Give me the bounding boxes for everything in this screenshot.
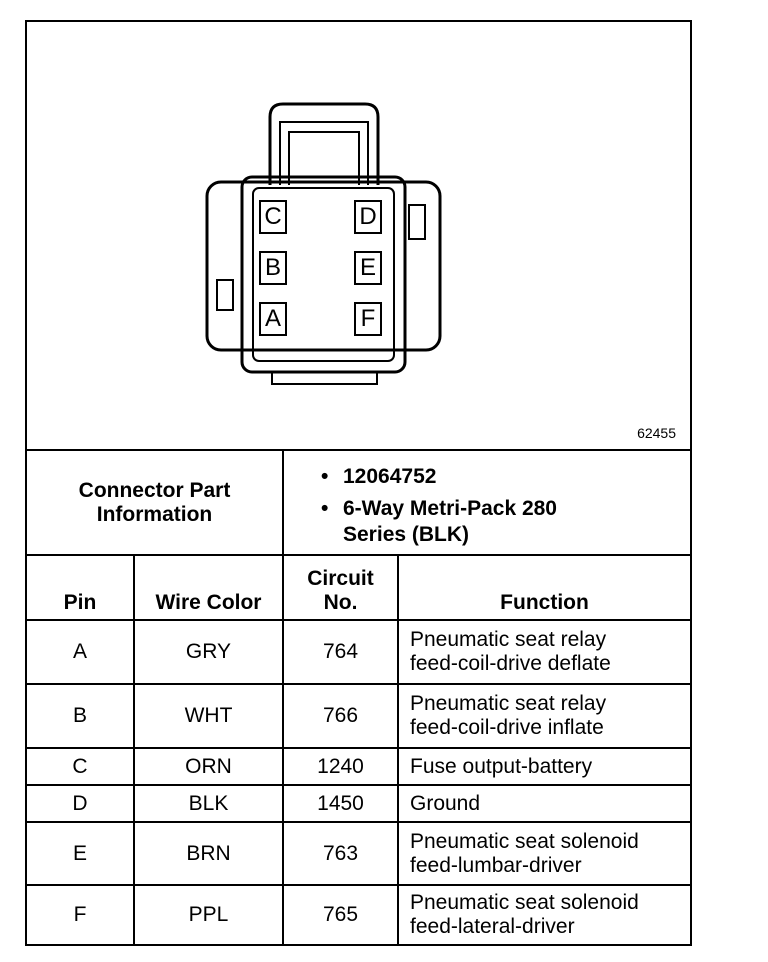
connector-drawing: [205, 102, 442, 385]
row-e-pin: E: [72, 841, 87, 865]
pin-e-label: E: [359, 254, 376, 281]
row-e-function-line-2: feed-lumbar-driver: [410, 853, 582, 877]
rule-figure: [27, 449, 690, 451]
col-rule-color: [133, 554, 135, 944]
latch-outer: [268, 102, 380, 185]
bullet-icon: •: [321, 465, 329, 488]
pin-d-cavity: D: [354, 200, 382, 234]
row-b-pin: B: [72, 704, 87, 727]
row-c-color: ORN: [185, 754, 232, 778]
rule-row-b: [27, 747, 690, 749]
row-e-function-line-1: Pneumatic seat solenoid: [410, 829, 639, 853]
pin-c-cavity: C: [259, 200, 287, 234]
row-e-circuit: 763: [322, 841, 359, 865]
header-circuit-text: Circuit No.: [307, 567, 374, 614]
row-a-function-line-1: Pneumatic seat relay: [410, 628, 607, 651]
row-f-pin: F: [73, 903, 87, 926]
rule-row-d: [27, 821, 690, 823]
pin-f-cavity: F: [354, 302, 382, 336]
row-d-circuit: 1450: [317, 791, 364, 815]
row-c-circuit: 1240: [317, 754, 364, 778]
connector-info-label: Connector Part Information: [27, 451, 282, 554]
col-rule-function: [397, 554, 399, 944]
row-d-function-line-1: Ground: [410, 791, 481, 815]
pin-b-label: B: [264, 254, 281, 281]
row-c-function-line-1: Fuse output-battery: [410, 754, 593, 778]
header-function: Function: [500, 591, 589, 614]
row-a-circuit: 764: [322, 640, 359, 663]
rule-info: [27, 554, 690, 556]
connector-series: 6-Way Metri-Pack 280 Series (BLK): [343, 497, 557, 546]
col-rule-circuit: [282, 449, 284, 944]
info-item-part-number: • 12064752: [321, 464, 690, 490]
row-e-color: BRN: [186, 841, 231, 865]
rule-row-c: [27, 784, 690, 786]
right-tab: [408, 204, 426, 240]
row-a-function-line-2: feed-coil-drive deflate: [410, 652, 611, 675]
row-b-function-line-1: Pneumatic seat relay: [410, 692, 607, 715]
connector-housing: [240, 175, 407, 374]
rule-row-a: [27, 683, 690, 685]
pin-a-label: A: [264, 305, 281, 332]
row-d-pin: D: [72, 791, 88, 815]
header-circuit: Circuit No.: [284, 556, 397, 619]
rule-row-e: [27, 884, 690, 886]
figure-number: 62455: [637, 425, 676, 441]
part-number: 12064752: [343, 465, 437, 488]
row-d-color: BLK: [188, 791, 229, 815]
pin-d-label: D: [359, 203, 377, 230]
rule-header: [27, 619, 690, 621]
pin-c-label: C: [264, 203, 282, 230]
row-f-function-line-1: Pneumatic seat solenoid: [410, 891, 639, 914]
row-b-color: WHT: [184, 704, 233, 727]
connector-figure: C B A D E F 62455: [27, 22, 690, 449]
row-c-function: Fuse output-battery: [399, 749, 690, 784]
pin-e-cavity: E: [354, 251, 382, 285]
connector-sheet: C B A D E F 62455 Connector Part Informa…: [25, 20, 692, 946]
header-wire-color: Wire Color: [155, 591, 262, 614]
row-d-function: Ground: [399, 786, 690, 821]
left-tab: [216, 279, 234, 311]
pin-f-label: F: [360, 305, 376, 332]
header-pin: Pin: [63, 591, 97, 614]
row-f-circuit: 765: [322, 903, 359, 926]
row-a-pin: A: [72, 640, 87, 663]
row-a-color: GRY: [185, 640, 232, 663]
row-f-color: PPL: [188, 903, 229, 926]
row-f-function-line-2: feed-lateral-driver: [410, 915, 575, 938]
row-c-pin: C: [72, 754, 88, 778]
row-b-circuit: 766: [322, 704, 359, 727]
connector-info-label-text: Connector Part Information: [78, 478, 231, 526]
info-item-series: • 6-Way Metri-Pack 280 Series (BLK): [321, 496, 690, 548]
connector-info-list: • 12064752 • 6-Way Metri-Pack 280 Series…: [303, 452, 690, 554]
row-b-function-line-2: feed-coil-drive inflate: [410, 716, 604, 739]
pin-a-cavity: A: [259, 302, 287, 336]
pin-b-cavity: B: [259, 251, 287, 285]
bullet-icon: •: [321, 497, 329, 520]
